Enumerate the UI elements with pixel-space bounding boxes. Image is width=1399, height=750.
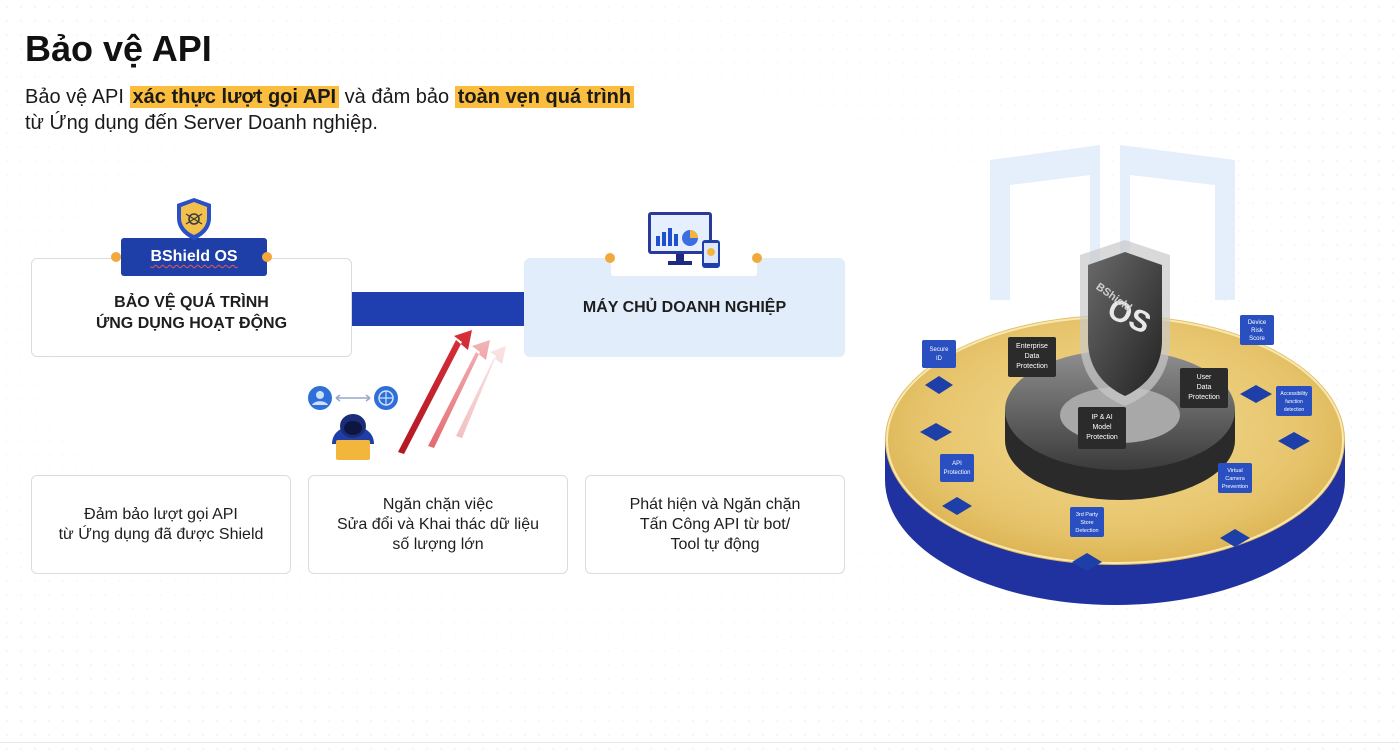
svg-text:Data: Data [1025, 353, 1040, 360]
svg-text:Score: Score [1249, 336, 1265, 342]
svg-text:Virtual: Virtual [1227, 468, 1243, 474]
bshield-os-badge-label: BShield OS [150, 248, 238, 265]
feature-2-line1: Ngăn chặn việc [382, 495, 494, 513]
svg-text:function: function [1285, 399, 1303, 405]
svg-text:Prevention: Prevention [1222, 484, 1248, 490]
feature-2-line2: Sửa đổi và Khai thác dữ liệu [337, 515, 539, 533]
attack-arrows-icon [398, 330, 506, 454]
module-card-third-party-store: 3rd Party Store Detection [1070, 507, 1104, 571]
process-box-line2: ỨNG DỤNG HOẠT ĐỘNG [95, 314, 288, 332]
page-subtitle: Bảo vệ API xác thực lượt gọi API và đảm … [25, 84, 745, 136]
svg-text:3rd Party: 3rd Party [1076, 512, 1099, 518]
svg-text:Risk: Risk [1251, 328, 1264, 334]
svg-text:detection: detection [1284, 407, 1305, 413]
svg-text:Detection: Detection [1075, 528, 1098, 534]
feature-3-line3: Tool tự động [670, 535, 760, 553]
svg-text:Store: Store [1080, 520, 1093, 526]
bshield-os-badge: BShield OS [121, 238, 267, 276]
badge-right-dot [262, 252, 272, 262]
feature-1-line1: Đảm bảo lượt gọi API [84, 505, 238, 523]
module-card-api-protection: API Protection [940, 454, 974, 515]
svg-text:Protection: Protection [943, 470, 970, 476]
page-title: Bảo vệ API [25, 28, 212, 69]
module-card-device-risk: Device Risk Score [1240, 315, 1274, 345]
svg-text:Secure: Secure [929, 347, 949, 353]
feature-box-prevent-data-exploitation: Ngăn chặn việc Sửa đổi và Khai thác dữ l… [308, 475, 568, 574]
svg-text:User: User [1197, 374, 1212, 381]
svg-text:Device: Device [1248, 320, 1267, 326]
shield-logo-icon [177, 198, 211, 240]
svg-text:Data: Data [1197, 384, 1212, 391]
app-process-protection-box: BẢO VỆ QUÁ TRÌNH ỨNG DỤNG HOẠT ĐỘNG [31, 258, 352, 357]
dashboard-monitor-icon [648, 212, 720, 268]
badge-left-dot [111, 252, 121, 262]
module-card-ip-ai-model: IP & AI Model Protection [1078, 407, 1126, 449]
hacker-icon [308, 386, 398, 460]
subtitle-highlight-api-auth: xác thực lượt gọi API [129, 86, 340, 108]
module-card-accessibility: Accessibility function detection [1276, 386, 1312, 416]
svg-text:Enterprise: Enterprise [1016, 343, 1048, 350]
module-card-secure-id: Secure ID [922, 340, 956, 394]
feature-3-line2: Tấn Công API từ bot/ [639, 515, 791, 533]
feature-1-line2: từ Ứng dụng đã được Shield [58, 525, 264, 543]
module-card-enterprise-data: Enterprise Data Protection [1008, 337, 1056, 377]
subtitle-highlight-integrity: toàn vẹn quá trình [454, 86, 635, 108]
svg-text:Protection: Protection [1016, 363, 1048, 370]
svg-text:IP & AI: IP & AI [1091, 414, 1112, 421]
server-left-dot [605, 253, 615, 263]
server-box-label: MÁY CHỦ DOANH NGHIỆP [582, 298, 787, 316]
feature-3-line1: Phát hiện và Ngăn chặn [629, 495, 801, 513]
subtitle-text-end: từ Ứng dụng đến Server Doanh nghiệp. [25, 112, 378, 134]
feature-box-bot-attack-detection: Phát hiện và Ngăn chặn Tấn Công API từ b… [585, 475, 845, 574]
flow-connector-bar [352, 292, 524, 326]
svg-text:Camera: Camera [1225, 476, 1246, 482]
svg-text:Model: Model [1092, 424, 1112, 431]
bshield-platform-illustration: OS BShield Enterprise Data Protection Us… [885, 145, 1345, 605]
svg-text:Accessibility: Accessibility [1280, 391, 1308, 397]
module-card-virtual-camera: Virtual Camera Prevention [1218, 463, 1252, 547]
svg-text:API: API [952, 461, 962, 467]
svg-text:Protection: Protection [1188, 394, 1220, 401]
svg-text:ID: ID [936, 356, 943, 362]
server-right-dot [752, 253, 762, 263]
process-box-line1: BẢO VỆ QUÁ TRÌNH [114, 293, 269, 311]
feature-box-authenticated-calls: Đảm bảo lượt gọi API từ Ứng dụng đã được… [31, 475, 291, 574]
subtitle-text-start: Bảo vệ API [25, 86, 130, 108]
svg-text:Protection: Protection [1086, 434, 1118, 441]
subtitle-text-middle: và đảm bảo [339, 86, 455, 108]
feature-2-line3: số lượng lớn [392, 535, 484, 553]
footer-divider [0, 742, 1399, 743]
module-card-user-data: User Data Protection [1180, 368, 1228, 408]
